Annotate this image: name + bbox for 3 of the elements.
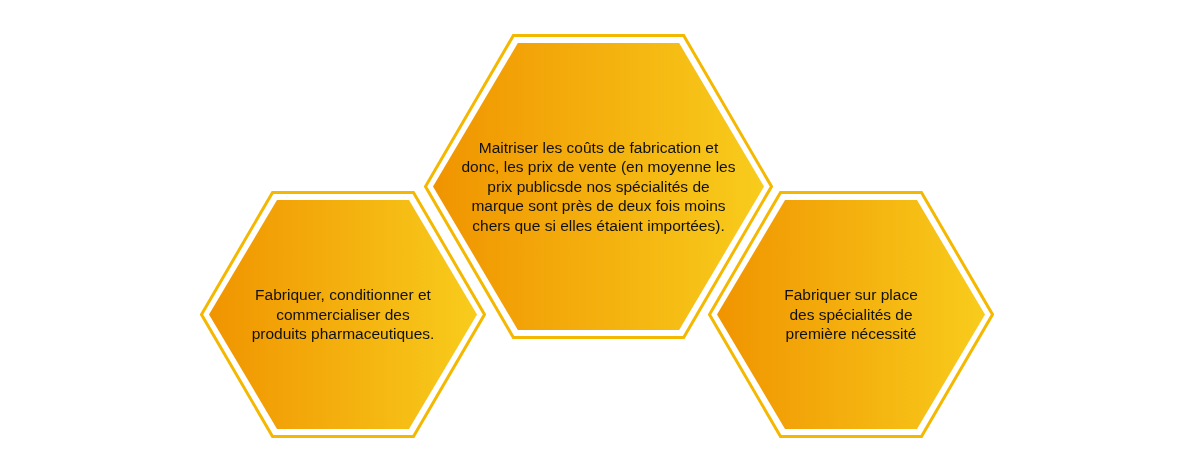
hexagon-text: Maitriser les coûts de fabrication et donc, les prix de vente (en moyenne les prix publicsde nos spécialités de marque sont près de deux fois moins chers que si elles étaient importées). [461, 137, 736, 235]
hexagon-text: Fabriquer, conditionner et commercialiser des produits pharmaceutiques. [250, 285, 436, 344]
hexagon-text: Fabriquer sur place des spécialités de première nécessité [783, 285, 919, 344]
